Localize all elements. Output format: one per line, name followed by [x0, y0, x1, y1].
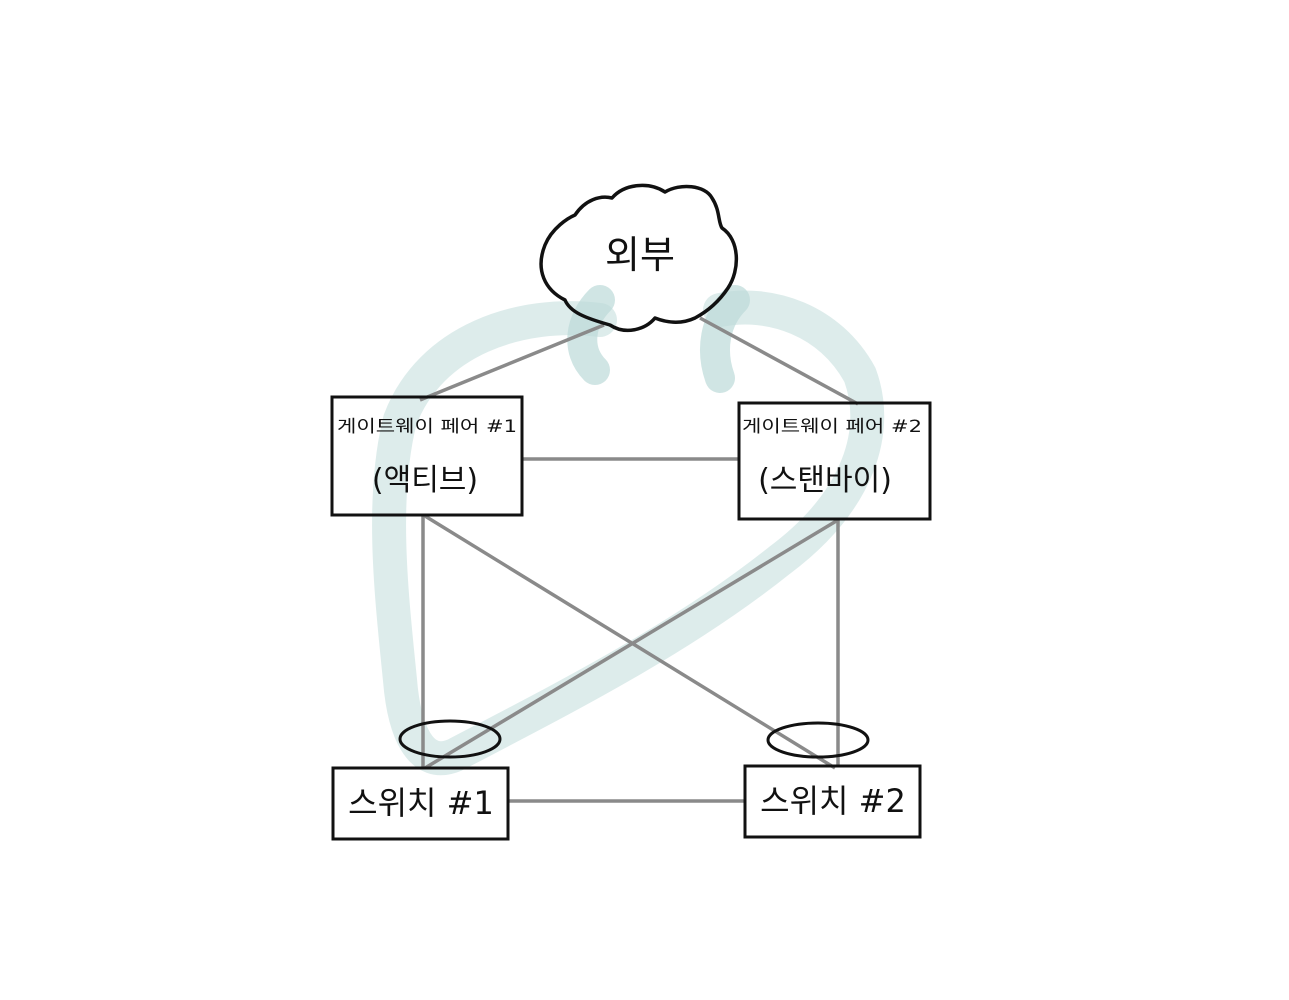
link-external-gateway2: [699, 316, 859, 406]
switch2-port-group: [766, 721, 870, 759]
switch2-label: 스위치 #2: [760, 782, 906, 820]
switch2-box: [743, 764, 922, 839]
active-path-hook-right: [700, 285, 750, 393]
switch1-box: [331, 766, 510, 841]
gateway2-status: (스탠바이): [758, 463, 892, 498]
gateway1-status: (액티브): [372, 463, 478, 498]
gateway1-box: [330, 395, 524, 517]
external-label: 외부: [605, 233, 675, 277]
gateway2-title: 게이트웨이 페어 #2: [742, 417, 922, 437]
gateway2-box: [737, 401, 932, 521]
active-path-highlight: [372, 290, 885, 776]
switch1-port-group: [398, 719, 502, 759]
link-gateway1-switch2: [424, 514, 836, 770]
link-gateway2-switch1: [424, 518, 839, 770]
gateway1-title: 게이트웨이 페어 #1: [337, 417, 517, 437]
cloud-icon: [539, 183, 739, 333]
link-external-gateway1: [419, 323, 605, 402]
switch1-label: 스위치 #1: [348, 784, 494, 822]
